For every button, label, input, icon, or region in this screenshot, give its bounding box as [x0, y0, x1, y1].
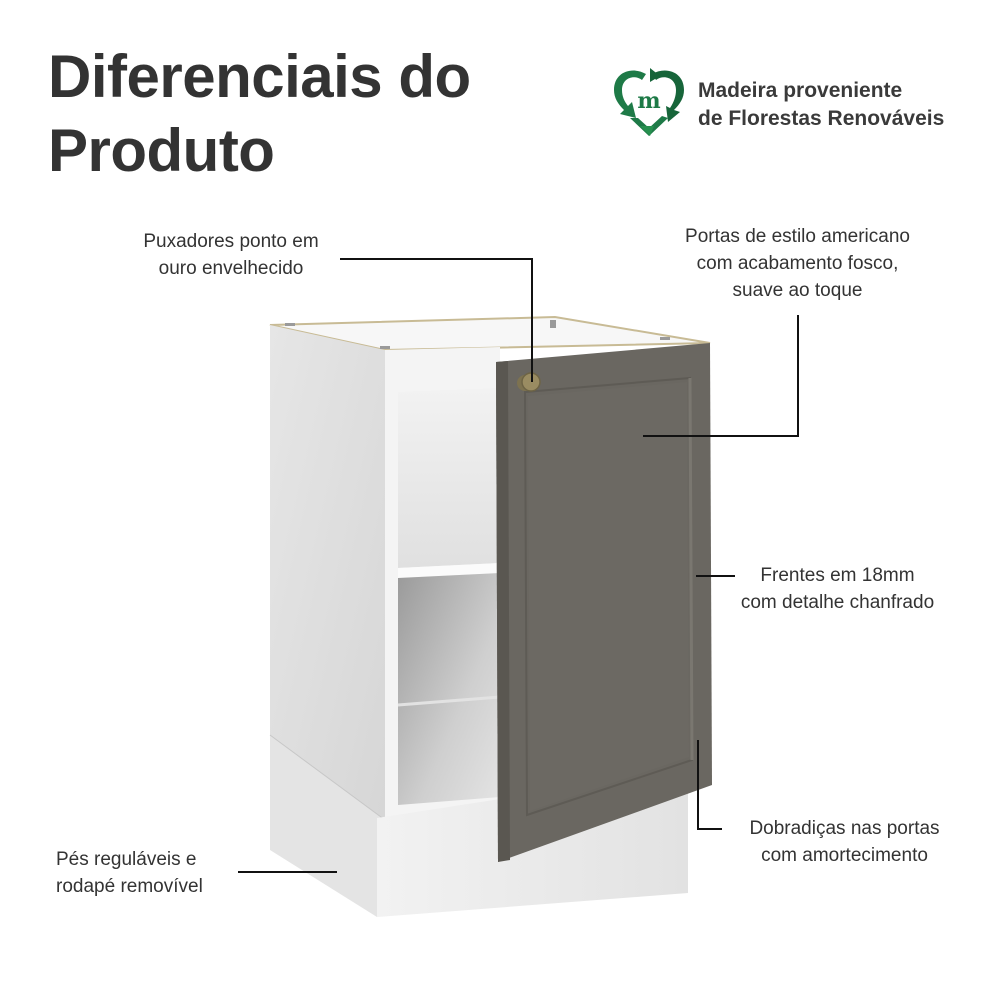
annotation-handles-line2: ouro envelhecido	[158, 258, 304, 279]
plinth-side	[270, 735, 385, 917]
title-line-2: Produto	[48, 117, 275, 184]
annotation-doors: Portas de estilo americano com acabament…	[640, 223, 955, 304]
annotation-fronts-line1: Frentes em 18mm	[760, 565, 915, 586]
annotation-doors-line2: com acabamento fosco,	[696, 253, 899, 274]
annotation-fronts-line2: com detalhe chanfrado	[740, 592, 935, 613]
badge-line-2: de Florestas Renováveis	[698, 107, 945, 130]
title-line-1: Diferenciais do	[48, 43, 471, 110]
interior-lower	[398, 573, 500, 805]
badge-line-1: Madeira proveniente	[698, 79, 903, 102]
annotation-hinges-line1: Dobradiças nas portas	[749, 818, 940, 839]
annotation-hinges-line2: com amortecimento	[761, 845, 928, 866]
leader-hinges	[697, 740, 722, 830]
svg-text:m: m	[637, 88, 660, 114]
annotation-feet-line2: rodapé removível	[56, 876, 203, 897]
leader-handles	[340, 258, 533, 382]
annotation-hinges: Dobradiças nas portas com amortecimento	[722, 815, 967, 869]
page-title: Diferenciais do Produto	[48, 40, 471, 188]
leader-doors	[643, 315, 799, 437]
annotation-handles: Puxadores ponto em ouro envelhecido	[120, 228, 342, 282]
door	[496, 343, 712, 862]
side-panel	[270, 325, 385, 820]
badge-text: Madeira proveniente de Florestas Renováv…	[698, 77, 944, 133]
recycle-heart-m-icon: m	[614, 68, 684, 136]
annotation-feet: Pés reguláveis e rodapé removível	[56, 846, 246, 900]
annotation-feet-line1: Pés reguláveis e	[56, 849, 197, 870]
annotation-handles-line1: Puxadores ponto em	[143, 231, 319, 252]
sustainability-badge: m Madeira proveniente de Florestas Renov…	[610, 64, 990, 140]
annotation-doors-line1: Portas de estilo americano	[685, 226, 910, 247]
annotation-fronts: Frentes em 18mm com detalhe chanfrado	[715, 562, 960, 616]
annotation-doors-line3: suave ao toque	[732, 280, 863, 301]
interior-upper	[398, 388, 500, 568]
leader-lines	[238, 258, 799, 873]
